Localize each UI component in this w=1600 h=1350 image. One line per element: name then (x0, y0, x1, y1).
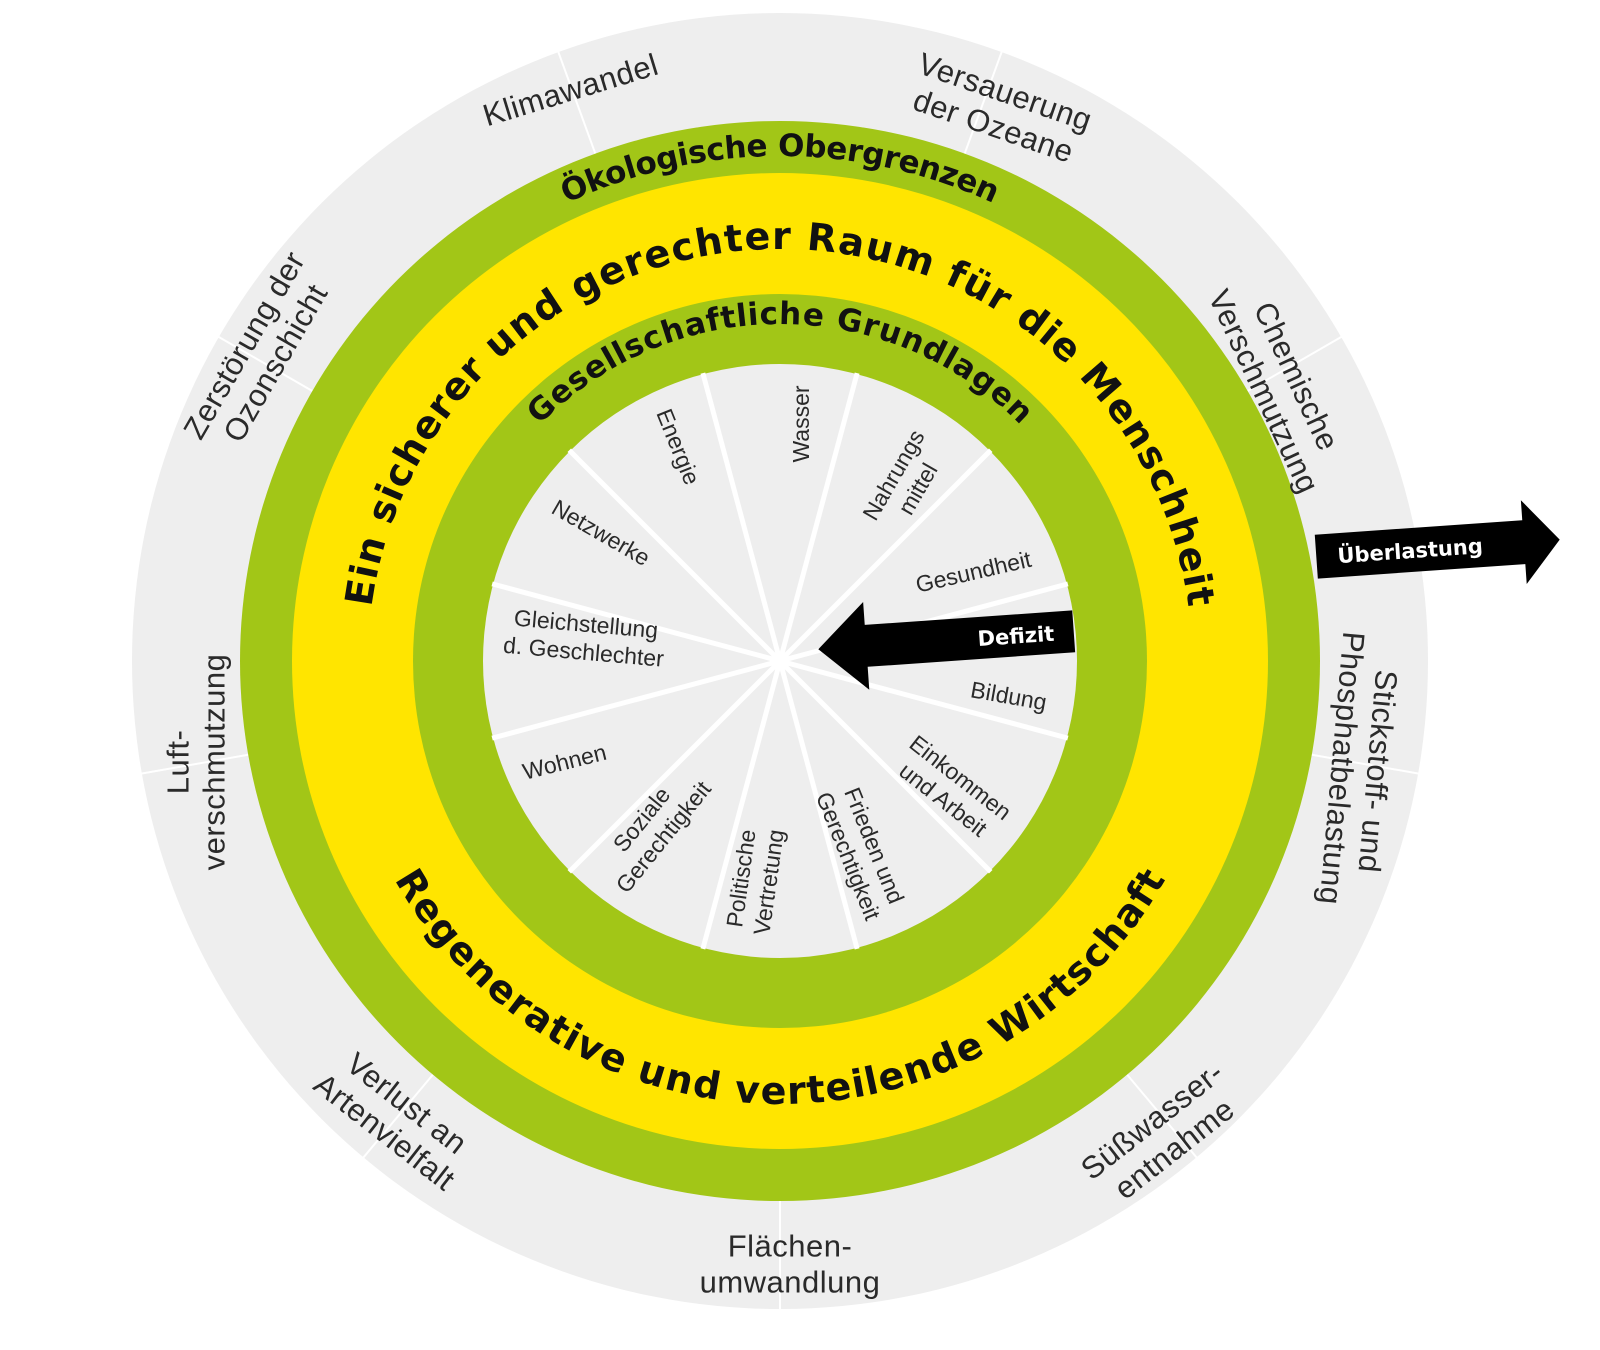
ceiling-separator (361, 1074, 434, 1160)
ceiling-label-line: Flächen- (728, 1229, 853, 1264)
foundation-separator (777, 372, 860, 662)
foundation-label-line: Wasser (788, 385, 814, 462)
shortfall-label: Defizit (977, 622, 1055, 651)
foundation-separator (491, 658, 781, 741)
overshoot-arrow: Überlastung (1314, 500, 1560, 585)
foundation-label: Gleichstellungd. Geschlechter (502, 604, 668, 672)
ceiling-separator (1247, 335, 1344, 392)
foundation-separator (567, 659, 782, 874)
ceiling-label-line: verschmutzung (197, 654, 232, 871)
foundation-separator (778, 448, 993, 663)
foundation-separator (567, 448, 782, 663)
foundation-separator (778, 659, 993, 874)
ceiling-separator (556, 49, 597, 154)
foundation-separator (491, 581, 781, 664)
foundation-separator (779, 658, 1069, 741)
ceiling-separator (216, 335, 313, 392)
ceiling-separator (1126, 1074, 1199, 1160)
ceiling-separator (1311, 753, 1421, 775)
ceiling-label-line: umwandlung (700, 1265, 881, 1300)
ceiling-separator (139, 753, 249, 775)
ceiling-separator (963, 49, 1004, 154)
foundation-separator (700, 660, 783, 950)
shortfall-arrow: Defizit (818, 601, 1076, 690)
ceiling-label: Luft-verschmutzung (161, 654, 232, 871)
ceiling-label-line: Luft- (161, 730, 196, 795)
foundation-separator (777, 660, 860, 950)
ceiling-label: Flächen-umwandlung (700, 1229, 881, 1300)
foundation-separator (700, 372, 783, 662)
foundation-label: Wasser (788, 385, 814, 462)
